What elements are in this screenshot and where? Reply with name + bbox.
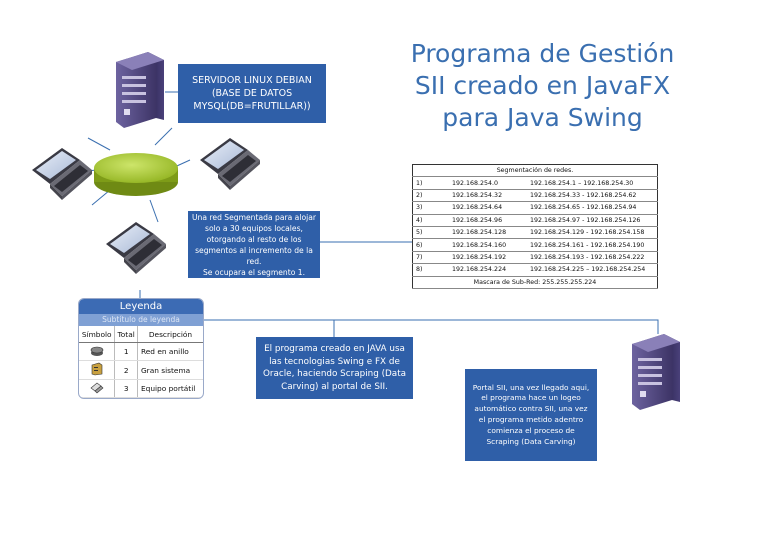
hub-icon (94, 153, 178, 196)
legend-description: Gran sistema (137, 360, 203, 380)
row-number: 4) (412, 214, 449, 227)
legend-description: Equipo portátil (137, 379, 203, 398)
row-number: 1) (412, 176, 449, 190)
segmentation-table-title: Segmentación de redes. (412, 164, 658, 178)
linux-server-icon (116, 52, 164, 128)
legend-title: Leyenda (79, 299, 203, 314)
row-range: 192.168.254.65 - 192.168.254.94 (527, 201, 658, 215)
row-range: 192.168.254.33 - 192.168.254.62 (527, 189, 658, 203)
laptop-icon (200, 138, 260, 190)
row-network: 192.168.254.64 (449, 201, 527, 215)
row-number: 7) (412, 251, 449, 265)
row-network: 192.168.254.192 (449, 251, 527, 265)
row-range: 192.168.254.97 - 192.168.254.126 (527, 214, 658, 227)
legend-table: Símbolo Total Descripción 1 Red en anill… (79, 326, 203, 398)
connection-lines (139, 91, 659, 337)
row-range: 192.168.254.225 – 192.168.254.254 (527, 263, 658, 277)
row-network: 192.168.254.128 (449, 226, 527, 240)
row-range: 192.168.254.1 – 192.168.254.30 (527, 176, 658, 190)
row-number: 2) (412, 189, 449, 203)
legend-subtitle: Subtítulo de leyenda (79, 314, 203, 326)
legend-total: 3 (114, 379, 138, 398)
laptop-icon (79, 379, 116, 398)
legend-total: 1 (114, 342, 138, 361)
row-range: 192.168.254.129 - 192.168.254.158 (527, 226, 658, 240)
sii-server-icon (632, 334, 680, 410)
laptop-icon (32, 148, 92, 200)
row-range: 192.168.254.193 - 192.168.254.222 (527, 251, 658, 265)
row-network: 192.168.254.160 (449, 238, 527, 252)
row-number: 8) (412, 263, 449, 277)
java-description-box: El programa creado en JAVA usa las tecno… (256, 337, 413, 399)
legend-header-description: Descripción (137, 326, 203, 343)
server-description-box: SERVIDOR LINUX DEBIAN (BASE DE DATOS MYS… (178, 64, 326, 123)
page-title: Programa de Gestión SII creado en JavaFX… (410, 39, 675, 132)
row-network: 192.168.254.96 (449, 214, 527, 227)
row-number: 5) (412, 226, 449, 240)
subnet-mask: Mascara de Sub-Red: 255.255.255.224 (412, 276, 658, 289)
row-number: 3) (412, 201, 449, 215)
legend-total: 2 (114, 360, 138, 380)
row-network: 192.168.254.32 (449, 189, 527, 203)
row-network: 192.168.254.0 (449, 176, 527, 190)
legend: Leyenda Subtítulo de leyenda Símbolo Tot… (78, 298, 204, 399)
row-network: 192.168.254.224 (449, 263, 527, 277)
legend-description: Red en anillo (137, 342, 203, 361)
legend-header-symbol: Símbolo (79, 326, 116, 343)
segment-description-box: Una red Segmentada para alojar solo a 30… (188, 211, 320, 278)
row-range: 192.168.254.161 - 192.168.254.190 (527, 238, 658, 252)
hub-icon (79, 342, 116, 361)
laptop-icon (106, 222, 166, 274)
row-number: 6) (412, 238, 449, 252)
legend-header-total: Total (114, 326, 138, 343)
mainframe-icon (79, 360, 116, 380)
legend-row: 3 Equipo portátil (79, 379, 203, 398)
portal-description-box: Portal SII, una vez llegado aqui, el pro… (465, 369, 597, 461)
legend-row: 1 Red en anillo (79, 342, 203, 361)
legend-row: 2 Gran sistema (79, 360, 203, 380)
